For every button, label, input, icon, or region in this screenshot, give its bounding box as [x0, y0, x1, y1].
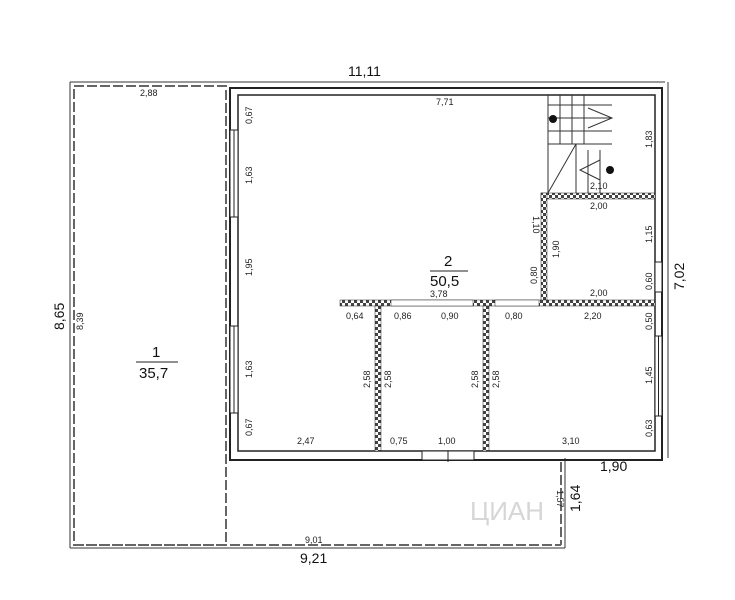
dim-bottom-seg: 0,75: [390, 436, 408, 446]
dim-top: 11,11: [348, 63, 381, 79]
dim-bottom: 9,21: [300, 550, 327, 566]
partition-door-gap-1: [390, 299, 474, 307]
dim-right-bottom: 1,64: [567, 485, 583, 512]
dim-terrace-left: 8,39: [75, 312, 85, 330]
terrace-outline: [73, 85, 227, 546]
room-1-area: 35,7: [139, 365, 168, 382]
staircase: [547, 95, 614, 194]
dim-left-w5: 0,67: [244, 418, 254, 436]
dim-terrace-bottom: 9,01: [305, 535, 323, 545]
watermark: ЦИАН: [470, 496, 544, 526]
dim-right-lower: 1,90: [600, 458, 627, 474]
room-2-number: 2: [444, 253, 452, 270]
vertical-wall-b: [482, 305, 490, 452]
dim-hall-top: 7,71: [436, 97, 454, 107]
bath-wall-left: [540, 192, 548, 306]
dim-bath-bottom: 2,00: [590, 288, 608, 298]
dim-left-w4: 1,63: [244, 360, 254, 378]
stair-marker-2: [606, 166, 614, 174]
room-2-area: 50,5: [430, 273, 459, 290]
dim-bottom-right: 3,10: [562, 436, 580, 446]
dim-left-w3: 1,95: [244, 258, 254, 276]
dim-wall-b1: 2,58: [470, 370, 480, 388]
dim-bath-left: 1,10: [531, 216, 541, 234]
dim-left-w2: 1,63: [244, 166, 254, 184]
dim-wall-a1: 2,58: [362, 370, 372, 388]
partition-door-gap-2: [494, 299, 540, 307]
dim-seg3: 0,90: [441, 311, 459, 321]
dim-bath-left3: 0,80: [529, 266, 539, 284]
stair-marker-1: [549, 115, 557, 123]
room-1-number: 1: [152, 344, 160, 361]
dim-wall-a2: 2,58: [383, 370, 393, 388]
dim-right-room-r3: 0,63: [644, 419, 654, 437]
dim-seg2: 0,86: [394, 311, 412, 321]
dim-seg1: 0,64: [346, 311, 364, 321]
dim-terrace-top: 2,88: [140, 88, 158, 98]
dim-seg5: 2,20: [584, 311, 602, 321]
dim-bath-right: 1,15: [644, 225, 654, 243]
dim-stair-side: 1,83: [644, 130, 654, 148]
dim-bath-top: 2,00: [590, 201, 608, 211]
dim-terrace-right: 1,57: [555, 490, 565, 508]
dim-right-room-r1: 0,50: [644, 312, 654, 330]
window-right-1: [654, 261, 663, 293]
dim-right-room-r2: 1,45: [644, 366, 654, 384]
dim-right: 7,02: [671, 263, 687, 290]
dim-left-w1: 0,67: [244, 106, 254, 124]
dim-stair-bottom: 2,10: [590, 181, 608, 191]
dim-door: 1,00: [438, 436, 456, 446]
dim-seg4: 0,80: [505, 311, 523, 321]
dim-left: 8,65: [51, 303, 67, 330]
dim-wall-b2: 2,58: [491, 370, 501, 388]
dim-bath-left2: 1,90: [551, 240, 561, 258]
dim-partition: 3,78: [430, 289, 448, 299]
dim-bath-right2: 0,60: [644, 272, 654, 290]
vertical-wall-a: [374, 305, 382, 452]
dim-bottom-left: 2,47: [297, 436, 315, 446]
bath-wall-top: [540, 192, 656, 200]
